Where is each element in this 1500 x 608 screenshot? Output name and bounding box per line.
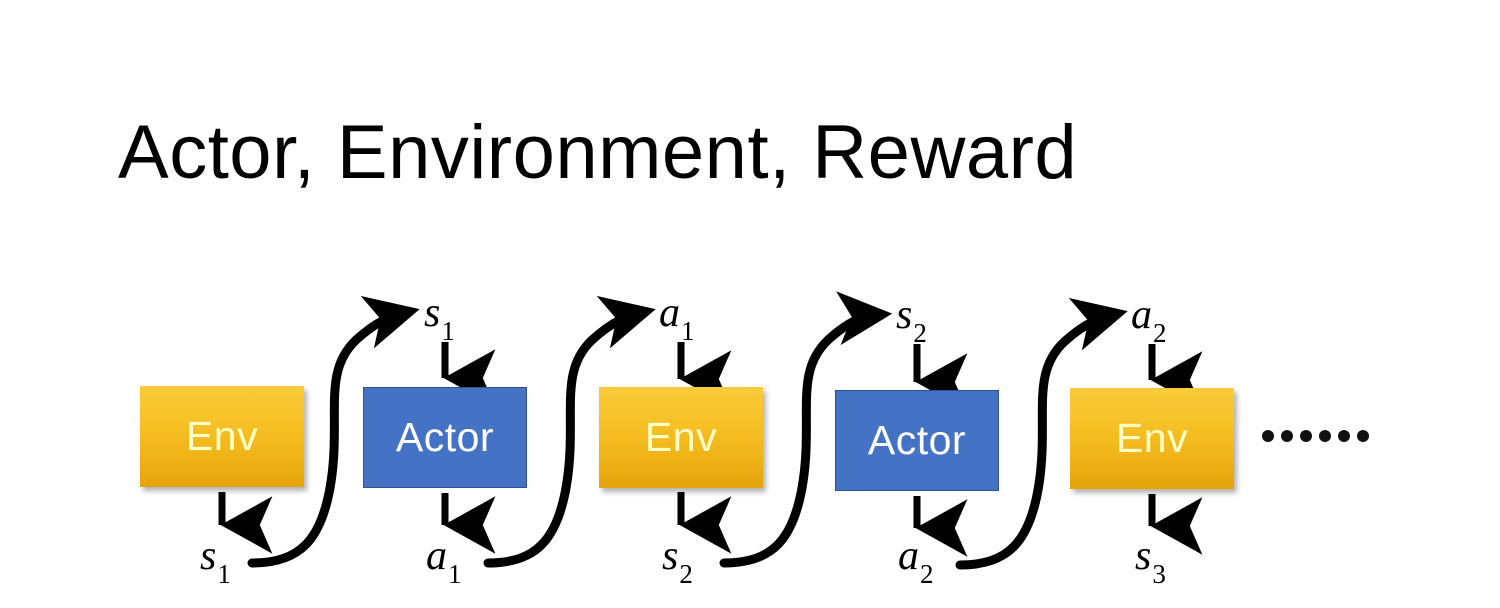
symbol-base: s <box>200 533 217 579</box>
label-state-s3-bottom: s3 <box>1135 533 1166 588</box>
node-label: Env <box>1115 415 1189 461</box>
symbol-subscript: 2 <box>920 559 934 590</box>
symbol-subscript: 2 <box>679 559 693 590</box>
ellipsis-dot <box>1338 430 1350 442</box>
node-actor-1[interactable]: Actor <box>363 387 527 488</box>
label-action-a2-top: a2 <box>1131 292 1167 347</box>
symbol-subscript: 2 <box>913 318 927 349</box>
node-env-3[interactable]: Env <box>1070 388 1234 489</box>
symbol-subscript: 1 <box>217 559 231 590</box>
node-label: Actor <box>395 414 495 460</box>
label-action-a2-bottom: a2 <box>898 533 934 588</box>
symbol-base: s <box>424 290 441 336</box>
node-env-1[interactable]: Env <box>140 386 304 487</box>
symbol-subscript: 3 <box>1152 559 1166 590</box>
symbol-base: a <box>426 533 447 579</box>
node-label: Env <box>185 413 259 459</box>
label-action-a1-top: a1 <box>659 290 695 345</box>
symbol-subscript: 1 <box>681 316 695 347</box>
page-title: Actor, Environment, Reward <box>118 110 1078 195</box>
symbol-base: a <box>1131 292 1152 338</box>
symbol-subscript: 1 <box>441 316 455 347</box>
node-actor-2[interactable]: Actor <box>835 390 999 491</box>
symbol-base: s <box>896 292 913 338</box>
symbol-base: a <box>898 533 919 579</box>
node-label: Env <box>644 414 718 460</box>
symbol-base: s <box>1135 533 1152 579</box>
symbol-base: a <box>659 290 680 336</box>
label-state-s2-top: s2 <box>896 292 927 347</box>
ellipsis-dot <box>1281 430 1293 442</box>
label-state-s1-top: s1 <box>424 290 455 345</box>
symbol-base: s <box>662 533 679 579</box>
node-env-2[interactable]: Env <box>599 387 763 488</box>
symbol-subscript: 1 <box>448 559 462 590</box>
label-action-a1-bottom: a1 <box>426 533 462 588</box>
label-state-s1-bottom: s1 <box>200 533 231 588</box>
sequence-continues-ellipsis <box>1262 430 1369 442</box>
ellipsis-dot <box>1357 430 1369 442</box>
node-label: Actor <box>867 417 967 463</box>
ellipsis-dot <box>1300 430 1312 442</box>
label-state-s2-bottom: s2 <box>662 533 693 588</box>
symbol-subscript: 2 <box>1153 318 1167 349</box>
ellipsis-dot <box>1319 430 1331 442</box>
ellipsis-dot <box>1262 430 1274 442</box>
